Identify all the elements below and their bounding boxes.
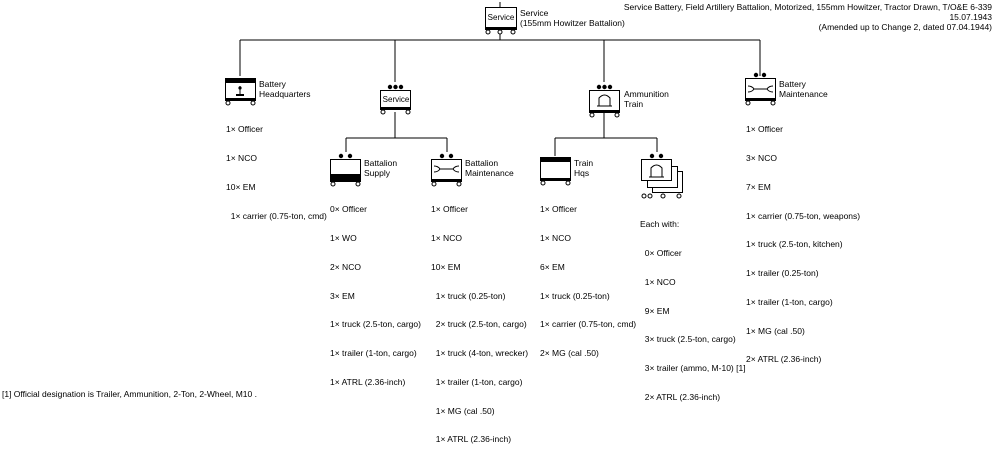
battalion-supply-symbol <box>330 153 361 187</box>
top-unit-label-1: Service <box>520 8 549 18</box>
roster-line: 1× truck (0.25-ton) <box>431 290 506 301</box>
roster-line: 1× NCO <box>226 152 257 163</box>
header-date: 15.07.1943 <box>949 12 992 22</box>
bhq-roster: 1× Officer 1× NCO 10× EM 1× carrier (0.7… <box>226 106 327 231</box>
roster-line: 1× truck (4-ton, wrecker) <box>431 348 529 359</box>
roster-line: 9× EM <box>640 305 670 316</box>
roster-line: 2× ATRL (2.36-inch) <box>640 391 721 402</box>
header-title: Service Battery, Field Artillery Battali… <box>623 2 992 12</box>
roster-line: 3× NCO <box>746 152 777 163</box>
footnote: [1] Official designation is Trailer, Amm… <box>2 389 257 399</box>
top-unit-label-2: (155mm Howitzer Battalion) <box>520 18 625 28</box>
roster-line: 1× carrier (0.75-ton, weapons) <box>746 210 861 221</box>
train-hqs-symbol <box>540 157 571 186</box>
roster-line: 10× EM <box>431 261 461 272</box>
roster-line: 10× EM <box>226 181 256 192</box>
battalion-maintenance-label-2: Maintenance <box>465 168 514 178</box>
ammo-sections-roster: Each with: 0× Officer 1× NCO 9× EM 3× tr… <box>640 201 746 412</box>
roster-line: 1× Officer <box>540 204 577 215</box>
roster-line: 2× truck (2.5-ton, cargo) <box>431 319 527 330</box>
train-hqs-roster: 1× Officer 1× NCO 6× EM 1× truck (0.25-t… <box>540 186 636 368</box>
battalion-maintenance-label-1: Battalion <box>465 158 499 168</box>
service-symbol-text: Service <box>382 95 410 104</box>
roster-line: 1× NCO <box>640 276 676 287</box>
roster-line: 1× NCO <box>540 232 571 243</box>
top-service-symbol <box>485 7 517 35</box>
battalion-maintenance-label: Battalion Maintenance <box>465 158 514 178</box>
roster-line: 2× MG (cal .50) <box>540 348 599 359</box>
battalion-supply-label-1: Battalion <box>364 158 398 168</box>
each-with-label: Each with: <box>640 219 680 230</box>
battery-maintenance-label: Battery Maintenance <box>779 79 828 99</box>
roster-line: 1× truck (0.25-ton) <box>540 290 610 301</box>
train-hqs-label: Train Hqs <box>574 158 593 178</box>
battery-maintenance-label-1: Battery <box>779 79 806 89</box>
ammo-train-label-1: Ammunition <box>624 89 669 99</box>
bhq-symbol <box>225 78 256 106</box>
battery-maintenance-symbol <box>745 72 776 106</box>
battalion-supply-label-2: Supply <box>364 168 390 178</box>
roster-line: 3× trailer (ammo, M-10) [1] <box>640 363 746 374</box>
roster-line: 1× Officer <box>746 124 783 135</box>
roster-line: 6× EM <box>540 261 565 272</box>
header-amendment: (Amended up to Change 2, dated 07.04.194… <box>818 22 992 32</box>
battalion-supply-label: Battalion Supply <box>364 158 397 178</box>
roster-line: 1× trailer (1-ton, cargo) <box>431 376 523 387</box>
battalion-supply-roster: 0× Officer 1× WO 2× NCO 3× EM 1× truck (… <box>330 186 421 397</box>
roster-line: 1× Officer <box>431 204 468 215</box>
ammo-train-symbol <box>589 84 620 118</box>
roster-line: 1× carrier (0.75-ton, cmd) <box>226 210 327 221</box>
org-chart-lines <box>239 2 761 156</box>
roster-line: 1× MG (cal .50) <box>431 405 495 416</box>
top-unit-label: Service (155mm Howitzer Battalion) <box>520 8 625 28</box>
roster-line: 3× truck (2.5-ton, cargo) <box>640 334 736 345</box>
top-service-symbol-text: Service <box>487 13 515 22</box>
roster-line: 3× EM <box>330 290 355 301</box>
roster-line: 0× Officer <box>640 247 682 258</box>
roster-line: 1× carrier (0.75-ton, cmd) <box>540 319 637 330</box>
roster-line: 1× WO <box>330 232 357 243</box>
ammo-train-label-2: Train <box>624 99 644 109</box>
roster-line: 1× Officer <box>226 124 263 135</box>
roster-line: 2× ATRL (2.36-inch) <box>746 354 822 365</box>
roster-line: 1× trailer (1-ton, cargo) <box>746 296 833 307</box>
ammo-train-label: Ammunition Train <box>624 89 669 109</box>
bhq-label: Battery Headquarters <box>259 79 311 99</box>
document-header: Service Battery, Field Artillery Battali… <box>624 2 992 32</box>
bhq-label-2: Headquarters <box>259 89 311 99</box>
battery-maintenance-roster: 1× Officer 3× NCO 7× EM 1× carrier (0.75… <box>746 106 860 375</box>
roster-line: 1× MG (cal .50) <box>746 325 805 336</box>
battalion-maintenance-symbol <box>431 153 462 187</box>
ammo-sections-symbol <box>641 153 683 199</box>
roster-line: 1× NCO <box>431 232 462 243</box>
train-hqs-label-2: Hqs <box>574 168 590 178</box>
roster-line: 7× EM <box>746 181 771 192</box>
roster-line: 1× ATRL (2.36-inch) <box>431 434 512 445</box>
train-hqs-label-1: Train <box>574 158 594 168</box>
bhq-label-1: Battery <box>259 79 286 89</box>
roster-line: 1× truck (2.5-ton, cargo) <box>330 319 421 330</box>
service-symbol <box>380 84 411 115</box>
battery-maintenance-label-2: Maintenance <box>779 89 828 99</box>
roster-line: 1× trailer (0.25-ton) <box>746 268 819 279</box>
roster-line: 0× Officer <box>330 204 367 215</box>
roster-line: 2× NCO <box>330 261 361 272</box>
roster-line: 1× ATRL (2.36-inch) <box>330 376 406 387</box>
roster-line: 1× truck (2.5-ton, kitchen) <box>746 239 843 250</box>
roster-line: 1× trailer (1-ton, cargo) <box>330 348 417 359</box>
